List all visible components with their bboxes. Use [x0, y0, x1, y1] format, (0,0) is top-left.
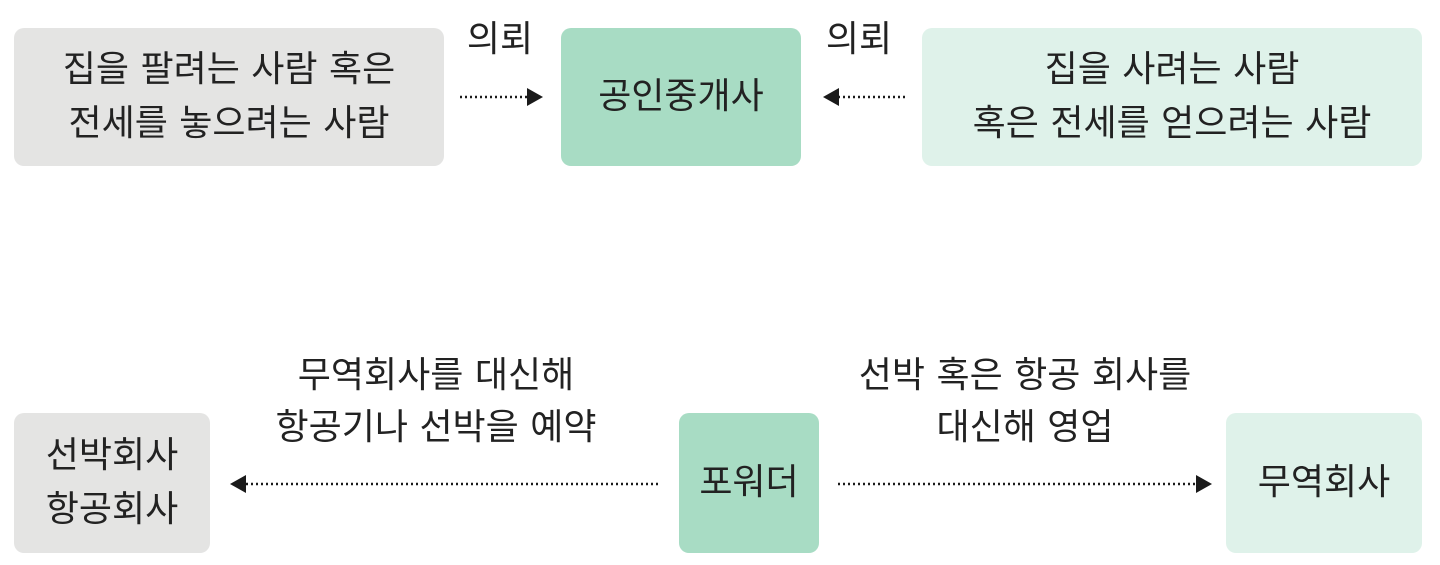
forwarder-box: 포워더 — [679, 413, 819, 553]
bottom-left-arrow-label: 무역회사를 대신해 항공기나 선박을 예약 — [236, 350, 636, 454]
carriers-line-1: 선박회사 — [45, 435, 179, 476]
buyer-box: 집을 사려는 사람 혹은 전세를 얻으려는 사람 — [922, 28, 1422, 166]
bottom-left-arrowhead — [230, 475, 246, 493]
bottom-right-arrow-label: 선박 혹은 항공 회사를 대신해 영업 — [815, 350, 1235, 454]
trading-company-box: 무역회사 — [1226, 413, 1422, 553]
seller-box: 집을 팔려는 사람 혹은 전세를 놓으려는 사람 — [14, 28, 444, 166]
bottom-right-label-line-2: 대신해 영업 — [936, 407, 1114, 448]
agent-label: 공인중개사 — [598, 76, 764, 117]
trading-company-label: 무역회사 — [1257, 462, 1391, 503]
bottom-left-label-line-2: 항공기나 선박을 예약 — [275, 407, 597, 448]
seller-line-2: 전세를 놓으려는 사람 — [68, 103, 390, 144]
buyer-line-2: 혹은 전세를 얻으려는 사람 — [972, 103, 1372, 144]
top-right-arrow-label: 의뢰 — [825, 19, 893, 60]
forwarder-label: 포워더 — [699, 462, 799, 503]
carriers-box: 선박회사 항공회사 — [14, 413, 210, 553]
buyer-line-1: 집을 사려는 사람 — [1044, 49, 1300, 90]
bottom-right-label-line-1: 선박 혹은 항공 회사를 — [858, 355, 1192, 396]
carriers-line-2: 항공회사 — [45, 489, 179, 530]
seller-line-1: 집을 팔려는 사람 혹은 — [62, 49, 396, 90]
bottom-left-label-line-1: 무역회사를 대신해 — [297, 355, 575, 396]
bottom-right-arrowhead — [1196, 475, 1212, 493]
top-left-arrow-label: 의뢰 — [466, 19, 534, 60]
agent-box: 공인중개사 — [561, 28, 801, 166]
top-right-arrowhead — [823, 88, 839, 106]
top-left-arrowhead — [527, 88, 543, 106]
